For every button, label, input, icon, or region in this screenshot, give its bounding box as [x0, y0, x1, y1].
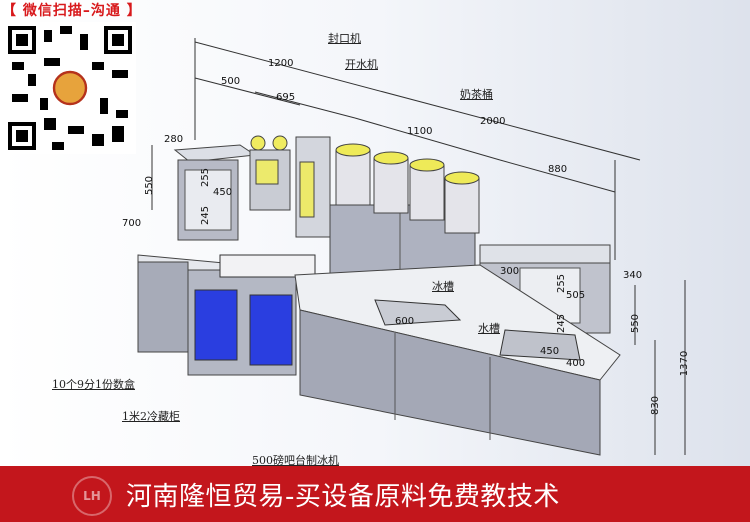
dim-400: 400 — [566, 358, 586, 369]
qr-header: 【 微信扫描–沟通 】 — [2, 3, 142, 19]
footer-banner: LH 河南隆恒贸易-买设备原料免费教技术 — [0, 466, 750, 522]
label-sink: 水槽 — [478, 322, 500, 335]
label-containers: 10个9分1份数盒 — [52, 378, 135, 391]
dim-450-left: 450 — [213, 187, 233, 198]
label-water-boiler: 开水机 — [345, 58, 378, 71]
dim-550-right: 550 — [630, 313, 642, 334]
dim-550-left: 550 — [144, 175, 156, 196]
dim-880: 880 — [548, 164, 568, 175]
label-sealer: 封口机 — [328, 32, 361, 45]
dim-500: 500 — [221, 76, 241, 87]
dim-2000: 2000 — [480, 116, 506, 127]
label-ice-tank: 冰槽 — [432, 280, 454, 293]
dim-255-right: 255 — [556, 273, 568, 294]
dim-1370: 1370 — [679, 350, 691, 377]
dim-255-left: 255 — [200, 167, 212, 188]
dim-695: 695 — [276, 92, 296, 103]
dim-245-right: 245 — [556, 313, 568, 334]
label-fridge: 1米2冷藏柜 — [122, 410, 180, 423]
label-tea-bucket: 奶茶桶 — [460, 88, 493, 101]
dim-450-sink: 450 — [540, 346, 560, 357]
dim-300: 300 — [500, 266, 520, 277]
dim-1100: 1100 — [407, 126, 433, 137]
label-ice-maker: 500磅吧台制冰机 — [252, 454, 339, 467]
dim-830: 830 — [650, 395, 662, 416]
dim-340: 340 — [623, 270, 643, 281]
company-logo: LH — [72, 476, 112, 516]
banner-text: 河南隆恒贸易-买设备原料免费教技术 — [126, 482, 560, 512]
dim-280: 280 — [164, 134, 184, 145]
dim-600: 600 — [395, 316, 415, 327]
dim-505: 505 — [566, 290, 586, 301]
dim-245-left: 245 — [200, 205, 212, 226]
dim-700: 700 — [122, 218, 142, 229]
dim-1200: 1200 — [268, 58, 294, 69]
qr-code[interactable] — [4, 22, 136, 154]
